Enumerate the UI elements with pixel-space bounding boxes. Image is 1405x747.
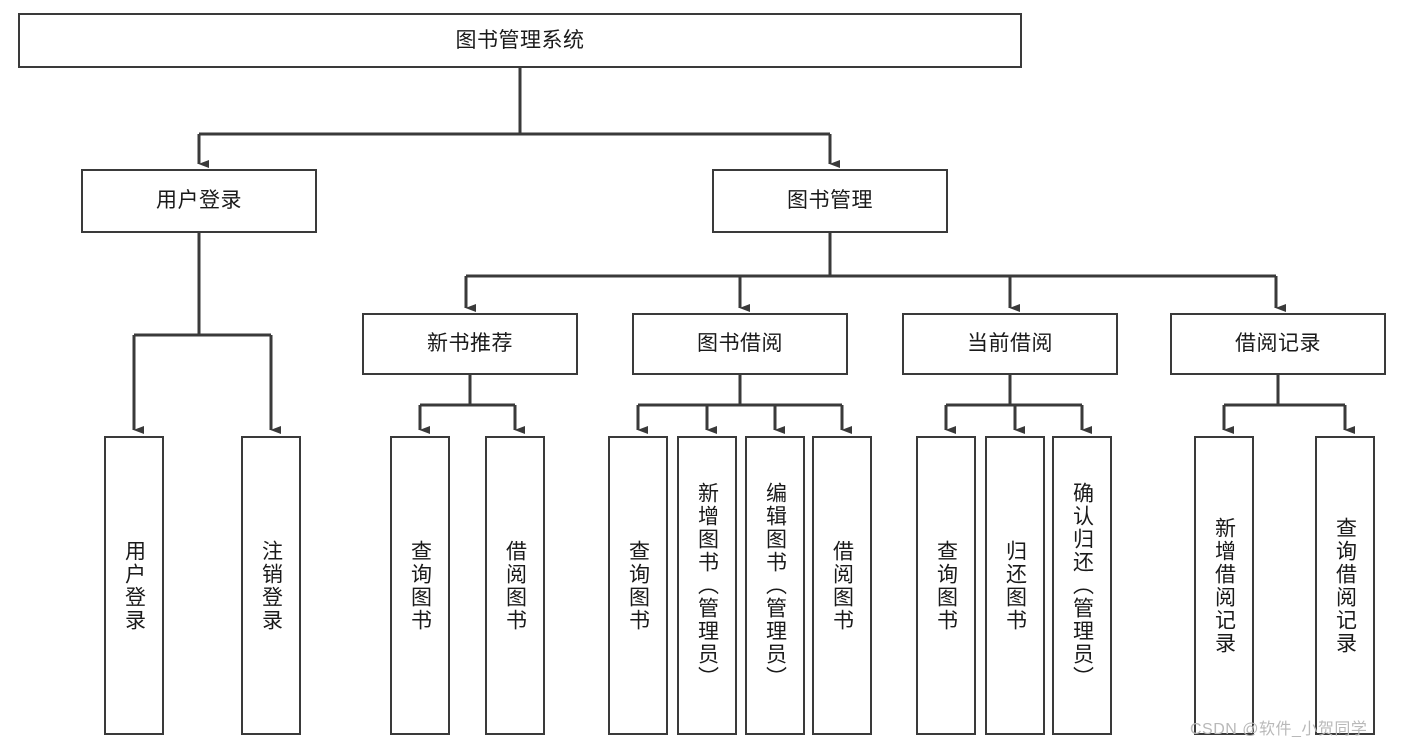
- node-new-book-recommend[interactable]: 新书推荐: [362, 313, 578, 375]
- leaf-user-login-login[interactable]: 用户登录: [104, 436, 164, 735]
- node-label: 借阅图书: [503, 539, 527, 632]
- node-label: 新书推荐: [427, 332, 513, 356]
- node-label: 新增图书（管理员）: [695, 482, 719, 689]
- leaf-book-borrow-query-book[interactable]: 查询图书: [608, 436, 668, 735]
- leaf-new-book-query-book[interactable]: 查询图书: [390, 436, 450, 735]
- node-label: 查询图书: [626, 539, 650, 632]
- node-label: 借阅图书: [830, 539, 854, 632]
- leaf-book-borrow-add-book-admin[interactable]: 新增图书（管理员）: [677, 436, 737, 735]
- node-label: 查询图书: [934, 539, 958, 632]
- node-label: 注销登录: [259, 539, 283, 632]
- node-label: 用户登录: [156, 189, 242, 213]
- leaf-new-book-borrow-book[interactable]: 借阅图书: [485, 436, 545, 735]
- leaf-current-borrow-return-book[interactable]: 归还图书: [985, 436, 1045, 735]
- node-label: 图书管理系统: [455, 28, 585, 52]
- node-label: 查询借阅记录: [1333, 516, 1357, 655]
- node-book-borrow[interactable]: 图书借阅: [632, 313, 848, 375]
- node-label: 确认归还（管理员）: [1070, 482, 1094, 689]
- node-book-management[interactable]: 图书管理: [712, 169, 948, 233]
- node-label: 归还图书: [1003, 539, 1027, 632]
- node-root-book-management-system[interactable]: 图书管理系统: [18, 13, 1022, 68]
- node-current-borrow[interactable]: 当前借阅: [902, 313, 1118, 375]
- node-label: 图书管理: [787, 189, 873, 213]
- node-label: 新增借阅记录: [1212, 516, 1236, 655]
- leaf-book-borrow-borrow-book[interactable]: 借阅图书: [812, 436, 872, 735]
- node-label: 用户登录: [122, 539, 146, 632]
- leaf-borrow-record-query-record[interactable]: 查询借阅记录: [1315, 436, 1375, 735]
- node-borrow-record[interactable]: 借阅记录: [1170, 313, 1386, 375]
- leaf-user-login-logout[interactable]: 注销登录: [241, 436, 301, 735]
- leaf-current-borrow-confirm-return-admin[interactable]: 确认归还（管理员）: [1052, 436, 1112, 735]
- leaf-current-borrow-query-book[interactable]: 查询图书: [916, 436, 976, 735]
- leaf-borrow-record-add-record[interactable]: 新增借阅记录: [1194, 436, 1254, 735]
- node-label: 图书借阅: [697, 332, 783, 356]
- node-label: 借阅记录: [1235, 332, 1321, 356]
- node-label: 当前借阅: [967, 332, 1053, 356]
- node-label: 编辑图书（管理员）: [763, 482, 787, 689]
- node-user-login[interactable]: 用户登录: [81, 169, 317, 233]
- leaf-book-borrow-edit-book-admin[interactable]: 编辑图书（管理员）: [745, 436, 805, 735]
- node-label: 查询图书: [408, 539, 432, 632]
- csdn-watermark: CSDN @软件_小贺同学: [1190, 721, 1368, 738]
